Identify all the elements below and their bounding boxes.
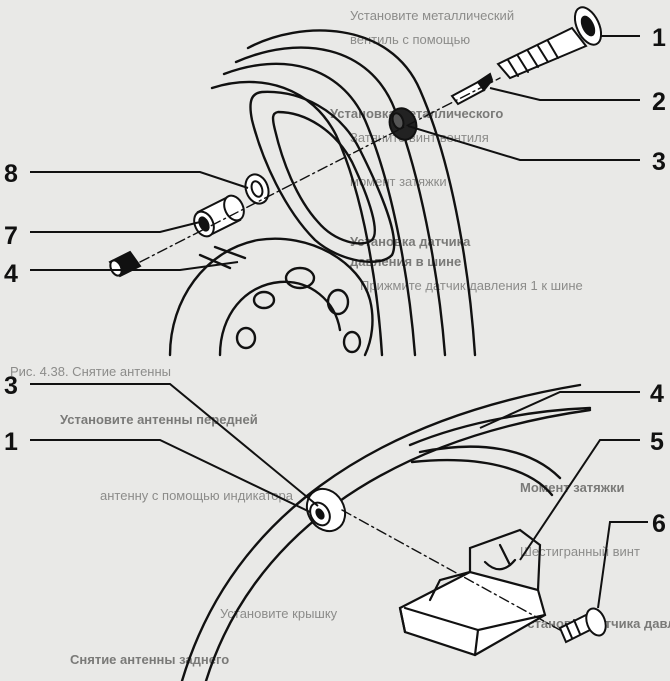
- tire-rim-band: [410, 458, 554, 497]
- wheel-hub: [168, 237, 374, 357]
- valve-nut-part: [388, 107, 418, 141]
- rim-arc: [234, 46, 447, 357]
- rim-arc: [222, 62, 417, 357]
- callout-8: 8: [4, 160, 18, 188]
- valve-cap-part: [108, 250, 142, 278]
- tire-outer-arc: [180, 383, 582, 681]
- leader-line: [407, 125, 640, 161]
- hub-spoke-line: [198, 253, 232, 270]
- bleed-line: Установите антенны передней: [60, 412, 258, 427]
- leader-line: [479, 391, 640, 429]
- callout-3-bottom: 3: [4, 372, 18, 400]
- sensor-axis-line: [341, 509, 561, 631]
- bleed-line: вентиль с помощью: [350, 32, 470, 47]
- callout-1-bottom: 1: [4, 428, 18, 456]
- leader-line: [489, 87, 640, 101]
- bleed-line: момент затяжки: [350, 174, 447, 189]
- callout-5: 5: [650, 428, 664, 456]
- assembly-axis-line: [139, 77, 501, 263]
- bleed-line: антенну с помощью индикатора: [100, 488, 294, 503]
- leader-line: [30, 261, 239, 271]
- valve-stem-part: [496, 6, 603, 80]
- tire-rim-band: [418, 445, 562, 480]
- bleed-line: Затяните винт вентиля: [350, 130, 489, 145]
- callout-4-right: 4: [650, 380, 664, 408]
- washer-part-inner: [250, 180, 264, 198]
- hub-bolt-hole: [235, 326, 257, 350]
- leader-line: [519, 439, 640, 561]
- bleed-line: Момент затяжки: [520, 480, 624, 495]
- leader-line: [30, 221, 201, 233]
- sleeve-part: [193, 194, 245, 238]
- leader-line: [30, 171, 249, 189]
- valve-core-part: [450, 72, 494, 106]
- leader-line: [30, 383, 319, 507]
- leader-line: [597, 521, 648, 609]
- bleed-line: Установка датчика: [350, 234, 471, 249]
- hub-bolt-hole: [284, 266, 316, 290]
- hub-spoke-line: [213, 245, 247, 260]
- callout-1-top: 1: [652, 24, 666, 52]
- callout-3-top: 3: [652, 148, 666, 176]
- callout-7: 7: [4, 222, 18, 250]
- callout-4-left: 4: [4, 260, 18, 288]
- bleed-line: Прижмите датчик давления 1 к шине: [360, 278, 583, 293]
- bleed-line: Рис. 4.38. Снятие антенны: [10, 364, 171, 379]
- callout-2: 2: [652, 88, 666, 116]
- bleed-line: Установка металлического: [330, 106, 503, 121]
- sensor-screw: [558, 607, 607, 644]
- hub-bolt-hole: [342, 330, 362, 354]
- leader-lines: [30, 35, 648, 609]
- bleed-line: Установите крышку: [220, 606, 338, 621]
- sensor-valve-nut: [305, 487, 347, 533]
- callout-6: 6: [652, 510, 666, 538]
- tire-pressure-sensor: [398, 528, 547, 657]
- bottom-wheel-drawing: [180, 383, 607, 681]
- spoke-window: [249, 90, 396, 263]
- top-wheel-drawing: [168, 29, 477, 357]
- spoke-window-inner: [271, 110, 376, 245]
- rim-outer-arc: [246, 29, 477, 357]
- bleed-through-text: Установите металлический вентиль с помощ…: [10, 8, 670, 667]
- hub-inner: [218, 280, 342, 357]
- hub-bolt-hole: [326, 288, 350, 316]
- hub-bolt-hole: [252, 290, 276, 310]
- bleed-line: Установите металлический: [350, 8, 514, 23]
- bleed-line: Снятие антенны заднего: [70, 652, 229, 667]
- bleed-line: Шестигранный винт: [520, 544, 640, 559]
- callout-labels: 1 2 3 8 7 4 3 1 4 5 6: [4, 24, 666, 538]
- leader-line: [30, 439, 311, 513]
- valve-assembly-top: [108, 6, 603, 278]
